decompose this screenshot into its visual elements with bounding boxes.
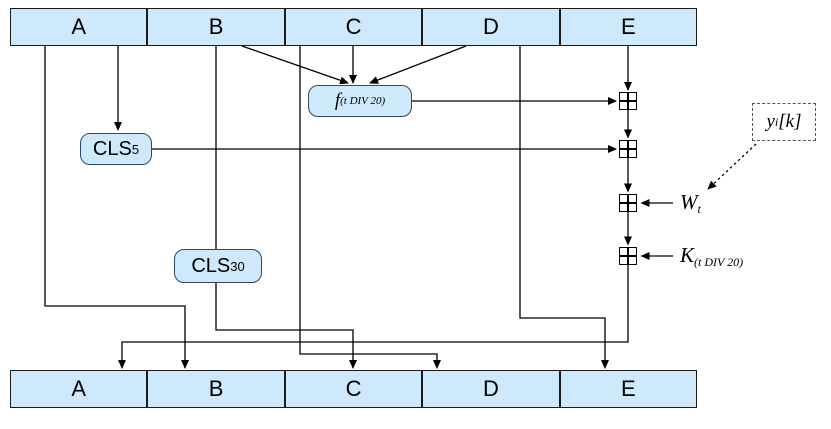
wire-c-to-bottom-d — [299, 46, 441, 369]
register-top-d-label: D — [482, 14, 499, 39]
register-top-e: E — [559, 8, 698, 46]
register-bottom-c: C — [284, 370, 423, 408]
cls5-subscript: 5 — [131, 141, 140, 157]
wire-result-to-bottom-a — [118, 265, 629, 369]
wire-y-to-wt-dotted — [707, 143, 757, 190]
wire-d-to-f — [369, 45, 467, 84]
k-input-label: K(t DIV 20) — [680, 243, 744, 270]
cls30-label: CLS — [191, 254, 231, 277]
y-base: y — [766, 111, 775, 132]
cls5-label: CLS — [92, 137, 132, 160]
cls30-subscript: 30 — [230, 258, 245, 274]
mod-add-box-4 — [619, 247, 637, 265]
mod-add-box-1 — [619, 92, 637, 110]
register-bottom-b-label: B — [208, 376, 224, 401]
register-bottom-e: E — [559, 370, 698, 408]
register-top-c-label: C — [345, 14, 362, 39]
register-bottom-a: A — [10, 370, 148, 408]
k-base: K — [680, 243, 695, 267]
bottom-register-row: A B C D E — [10, 370, 698, 408]
plus-icon — [627, 93, 629, 109]
wire-a-to-bottom-b — [44, 46, 189, 369]
register-top-b: B — [147, 8, 285, 46]
y-subscript: i — [774, 114, 779, 129]
register-bottom-c-label: C — [345, 376, 362, 401]
y-bracket: [k] — [778, 111, 802, 132]
register-top-a: A — [10, 8, 148, 46]
register-bottom-d-label: D — [482, 376, 499, 401]
mod-add-box-3 — [619, 194, 637, 212]
register-top-e-label: E — [620, 14, 636, 39]
plus-icon — [627, 141, 629, 157]
register-top-c: C — [284, 8, 423, 46]
register-top-b-label: B — [208, 14, 224, 39]
wire-b-to-f — [241, 45, 349, 85]
k-subscript: (t DIV 20) — [694, 255, 744, 270]
register-top-a-label: A — [71, 14, 87, 39]
wire-cls30-to-bottom-c — [215, 283, 357, 369]
register-bottom-e-label: E — [620, 376, 636, 401]
top-register-row: A B C D E — [10, 8, 698, 46]
plus-icon — [627, 195, 629, 211]
wt-input-label: Wt — [680, 190, 701, 217]
wire-d-to-bottom-e — [519, 46, 609, 369]
register-bottom-a-label: A — [71, 376, 87, 401]
f-function-label: f — [334, 90, 341, 111]
wt-subscript: t — [697, 202, 701, 217]
f-function-subscript: (t DIV 20) — [340, 95, 386, 107]
mod-add-box-2 — [619, 140, 637, 158]
plus-icon — [627, 248, 629, 264]
wt-base: W — [680, 190, 698, 214]
register-top-d: D — [422, 8, 560, 46]
f-function-node: f(t DIV 20) — [308, 85, 412, 117]
register-bottom-b: B — [147, 370, 285, 408]
register-bottom-d: D — [422, 370, 560, 408]
